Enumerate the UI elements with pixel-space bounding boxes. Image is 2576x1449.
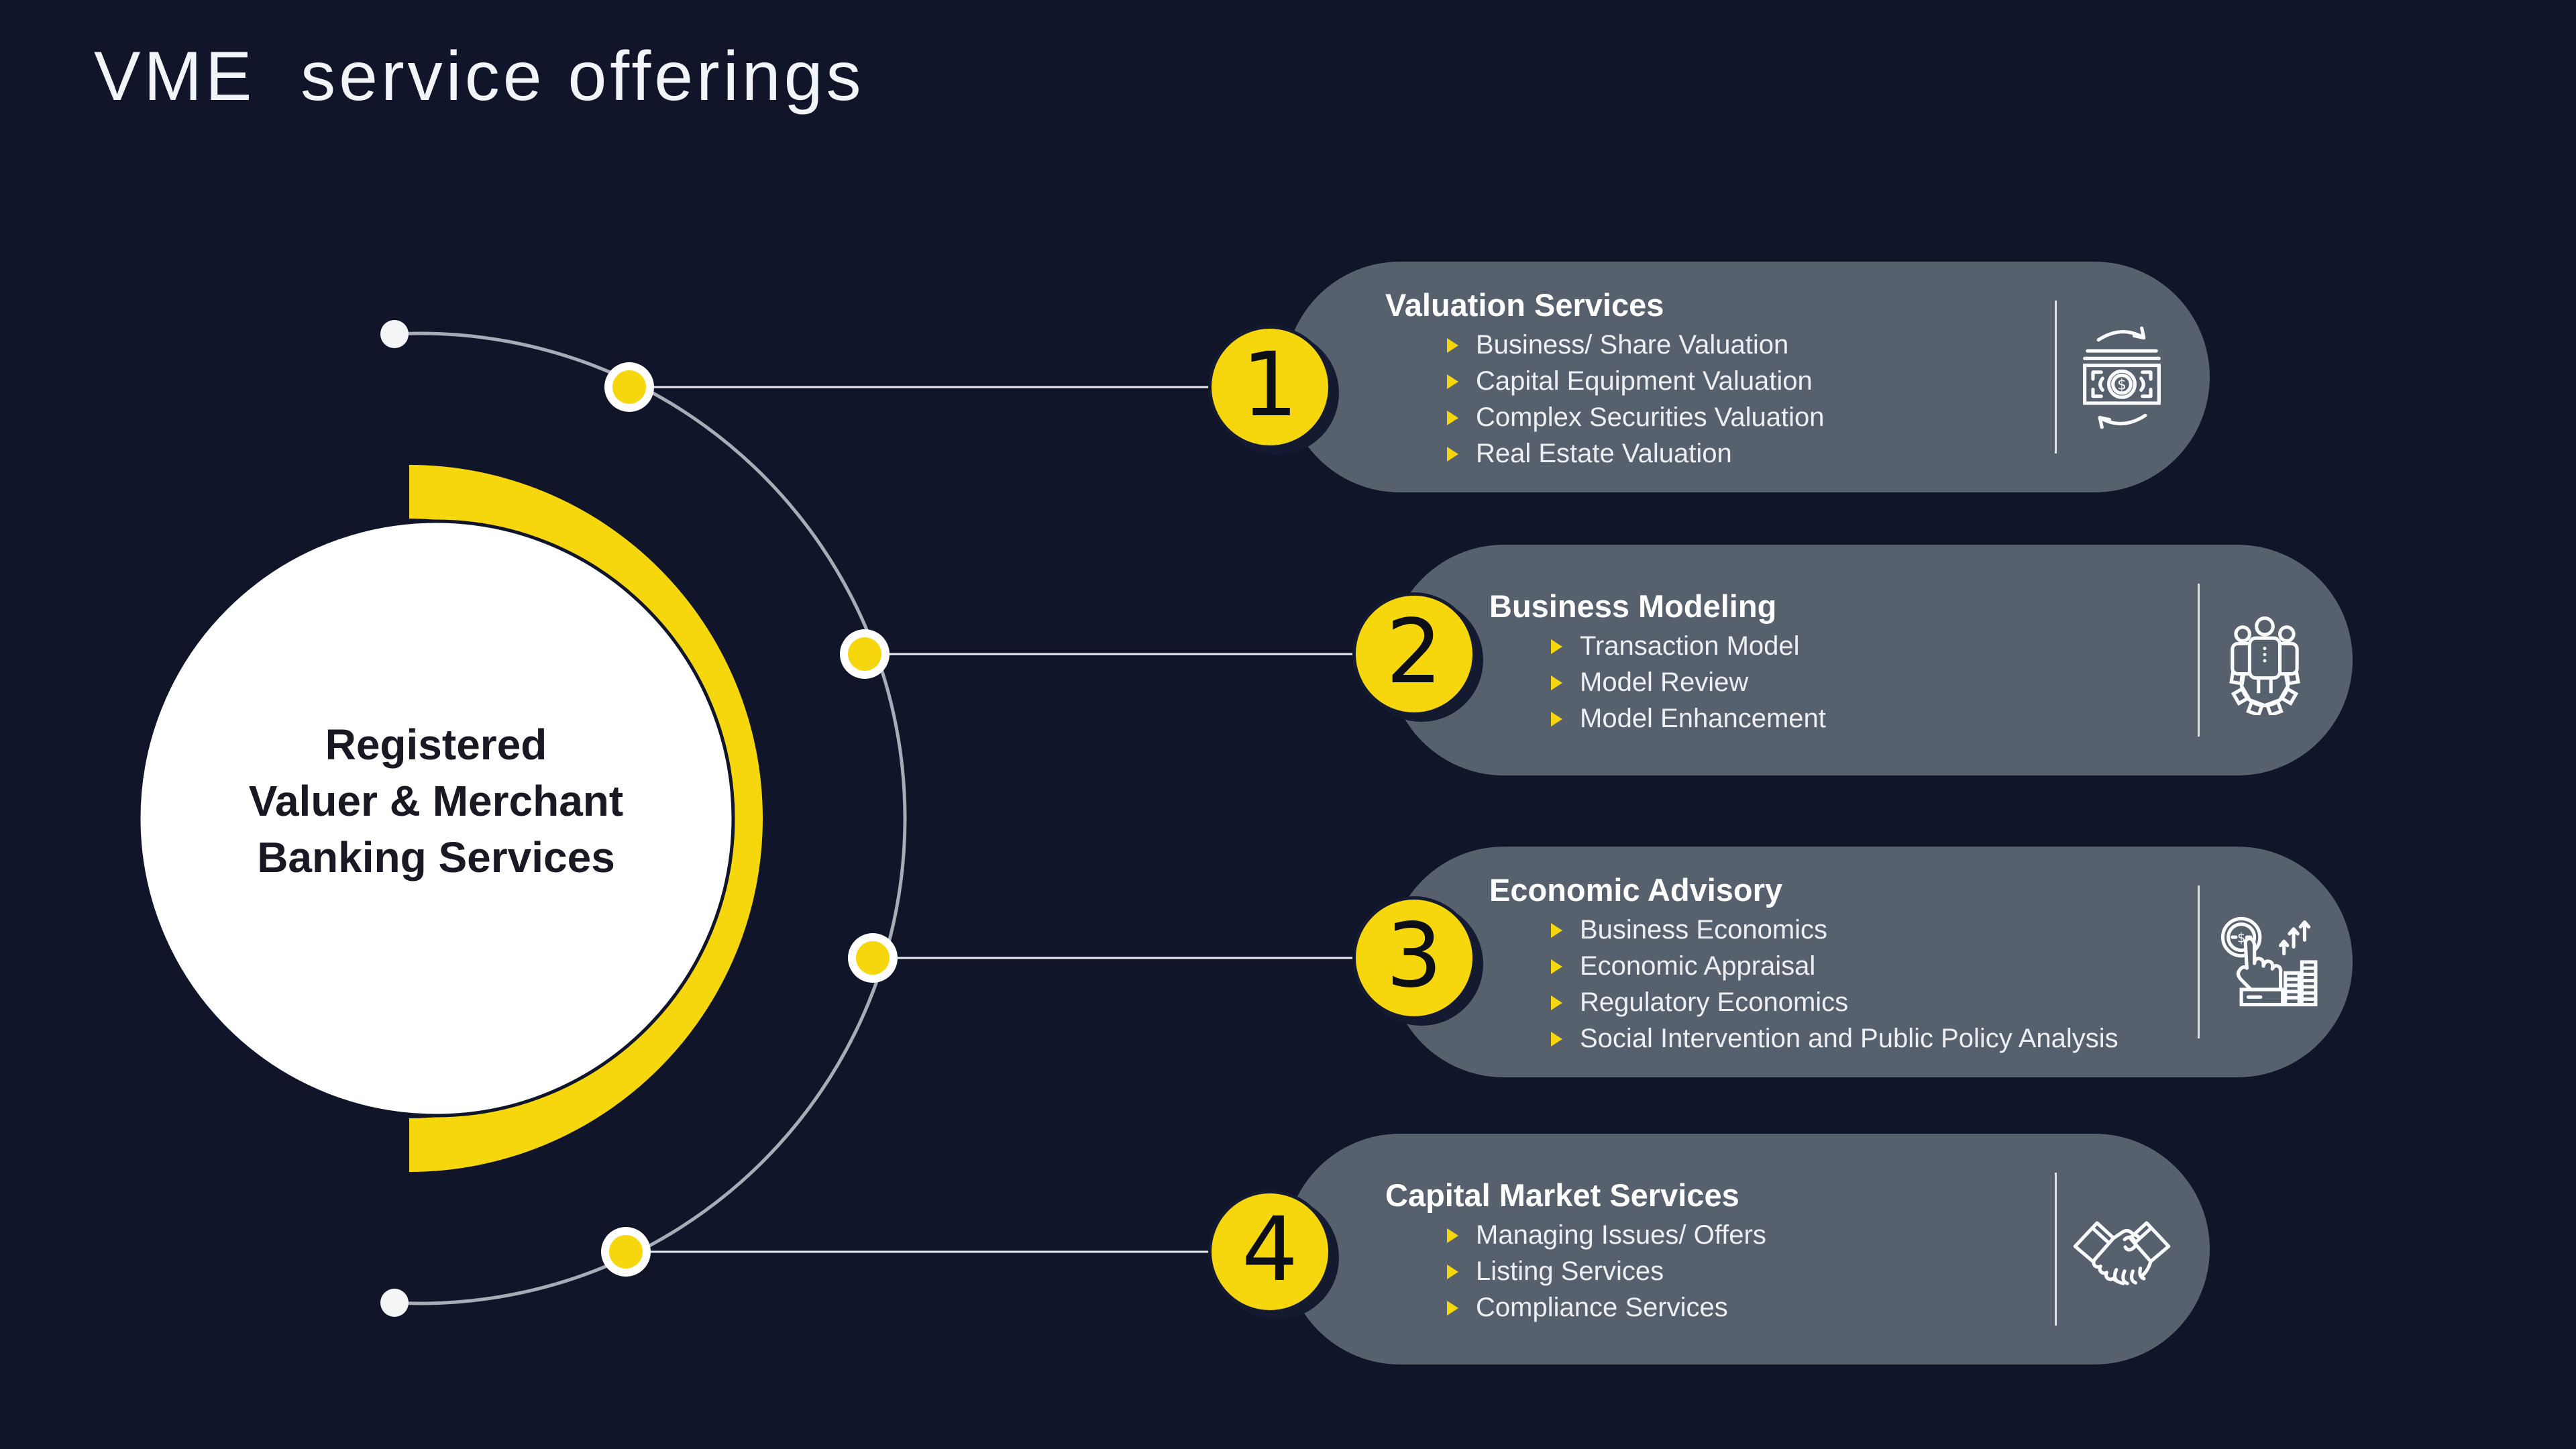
card-content: Economic Advisory Business Economics Eco… xyxy=(1489,847,2165,1077)
card-title: Business Modeling xyxy=(1489,588,1777,624)
list-item-label: Business Economics xyxy=(1580,915,1828,945)
list-item: Model Enhancement xyxy=(1551,705,2165,733)
card-divider xyxy=(2198,885,2200,1038)
list-item: Business/ Share Valuation xyxy=(1447,331,2022,359)
card-divider xyxy=(2055,1173,2057,1326)
list-item-label: Regulatory Economics xyxy=(1580,987,1849,1017)
list-item: Economic Appraisal xyxy=(1551,953,2165,980)
list-item: Capital Equipment Valuation xyxy=(1447,368,2022,395)
list-item-label: Social Intervention and Public Policy An… xyxy=(1580,1024,2118,1053)
card-item-list: Business/ Share Valuation Capital Equipm… xyxy=(1447,331,2022,468)
card-item-list: Business Economics Economic Appraisal Re… xyxy=(1551,916,2165,1053)
card-valuation-services: Valuation Services Business/ Share Valua… xyxy=(1285,262,2210,492)
currency-exchange-icon: $ xyxy=(2057,262,2187,492)
bullet-arrow-icon xyxy=(1551,922,1562,938)
card-title: Capital Market Services xyxy=(1385,1177,1739,1213)
list-item: Model Review xyxy=(1551,669,2165,696)
list-item-label: Compliance Services xyxy=(1476,1293,1728,1322)
list-item-label: Real Estate Valuation xyxy=(1476,439,1732,468)
list-item-label: Business/ Share Valuation xyxy=(1476,330,1789,360)
node-dot-2 xyxy=(840,629,890,679)
center-circle xyxy=(137,519,735,1118)
bullet-arrow-icon xyxy=(1551,959,1562,974)
list-item-label: Economic Appraisal xyxy=(1580,951,1816,981)
list-item-label: Managing Issues/ Offers xyxy=(1476,1220,1766,1250)
arc-end-dot-top xyxy=(380,320,409,348)
bullet-arrow-icon xyxy=(1551,675,1562,690)
card-number-badge-1: 1 xyxy=(1208,325,1332,449)
growth-hand-icon: $ xyxy=(2200,847,2330,1077)
node-dot-1 xyxy=(604,362,654,412)
list-item: Compliance Services xyxy=(1447,1294,2022,1322)
card-economic-advisory: Economic Advisory Business Economics Eco… xyxy=(1389,847,2353,1077)
bullet-arrow-icon xyxy=(1447,374,1458,389)
card-title: Economic Advisory xyxy=(1489,872,1783,908)
card-business-modeling: Business Modeling Transaction Model Mode… xyxy=(1389,545,2353,775)
card-content: Valuation Services Business/ Share Valua… xyxy=(1385,262,2022,492)
bullet-arrow-icon xyxy=(1447,337,1458,353)
card-item-list: Managing Issues/ Offers Listing Services… xyxy=(1447,1222,2022,1322)
list-item: Complex Securities Valuation xyxy=(1447,404,2022,431)
list-item: Managing Issues/ Offers xyxy=(1447,1222,2022,1249)
dollar-glyph: $ xyxy=(2117,376,2127,393)
team-gear-icon xyxy=(2200,545,2330,775)
card-number-badge-2: 2 xyxy=(1352,592,1476,716)
page-title: VME service offerings xyxy=(94,38,865,115)
bullet-arrow-icon xyxy=(1447,1264,1458,1279)
bullet-arrow-icon xyxy=(1447,1228,1458,1243)
list-item-label: Model Enhancement xyxy=(1580,704,1826,733)
card-number-badge-4: 4 xyxy=(1208,1190,1332,1313)
bullet-arrow-icon xyxy=(1551,711,1562,727)
node-dot-4 xyxy=(601,1227,651,1277)
dollar-glyph: $ xyxy=(2237,930,2245,945)
list-item-label: Model Review xyxy=(1580,667,1749,697)
list-item: Real Estate Valuation xyxy=(1447,440,2022,468)
list-item: Listing Services xyxy=(1447,1258,2022,1285)
bullet-arrow-icon xyxy=(1551,639,1562,654)
bullet-arrow-icon xyxy=(1551,995,1562,1010)
list-item-label: Transaction Model xyxy=(1580,631,1800,661)
card-item-list: Transaction Model Model Review Model Enh… xyxy=(1551,633,2165,733)
center-label: Registered Valuer & Merchant Banking Ser… xyxy=(248,720,624,881)
list-item: Transaction Model xyxy=(1551,633,2165,660)
list-item-label: Complex Securities Valuation xyxy=(1476,402,1825,432)
list-item: Business Economics xyxy=(1551,916,2165,944)
bullet-arrow-icon xyxy=(1447,1300,1458,1316)
bullet-arrow-icon xyxy=(1551,1031,1562,1046)
card-number-badge-3: 3 xyxy=(1352,896,1476,1020)
card-divider xyxy=(2198,584,2200,737)
list-item-label: Listing Services xyxy=(1476,1256,1664,1286)
handshake-icon xyxy=(2057,1134,2187,1364)
list-item: Regulatory Economics xyxy=(1551,989,2165,1016)
card-title: Valuation Services xyxy=(1385,287,1664,323)
card-content: Business Modeling Transaction Model Mode… xyxy=(1489,545,2165,775)
bullet-arrow-icon xyxy=(1447,446,1458,462)
card-capital-market-services: Capital Market Services Managing Issues/… xyxy=(1285,1134,2210,1364)
arc-end-dot-bottom xyxy=(380,1289,409,1317)
list-item-label: Capital Equipment Valuation xyxy=(1476,366,1813,396)
node-dot-3 xyxy=(848,933,898,983)
card-divider xyxy=(2055,301,2057,453)
list-item: Social Intervention and Public Policy An… xyxy=(1551,1025,2165,1053)
bullet-arrow-icon xyxy=(1447,410,1458,425)
card-content: Capital Market Services Managing Issues/… xyxy=(1385,1134,2022,1364)
